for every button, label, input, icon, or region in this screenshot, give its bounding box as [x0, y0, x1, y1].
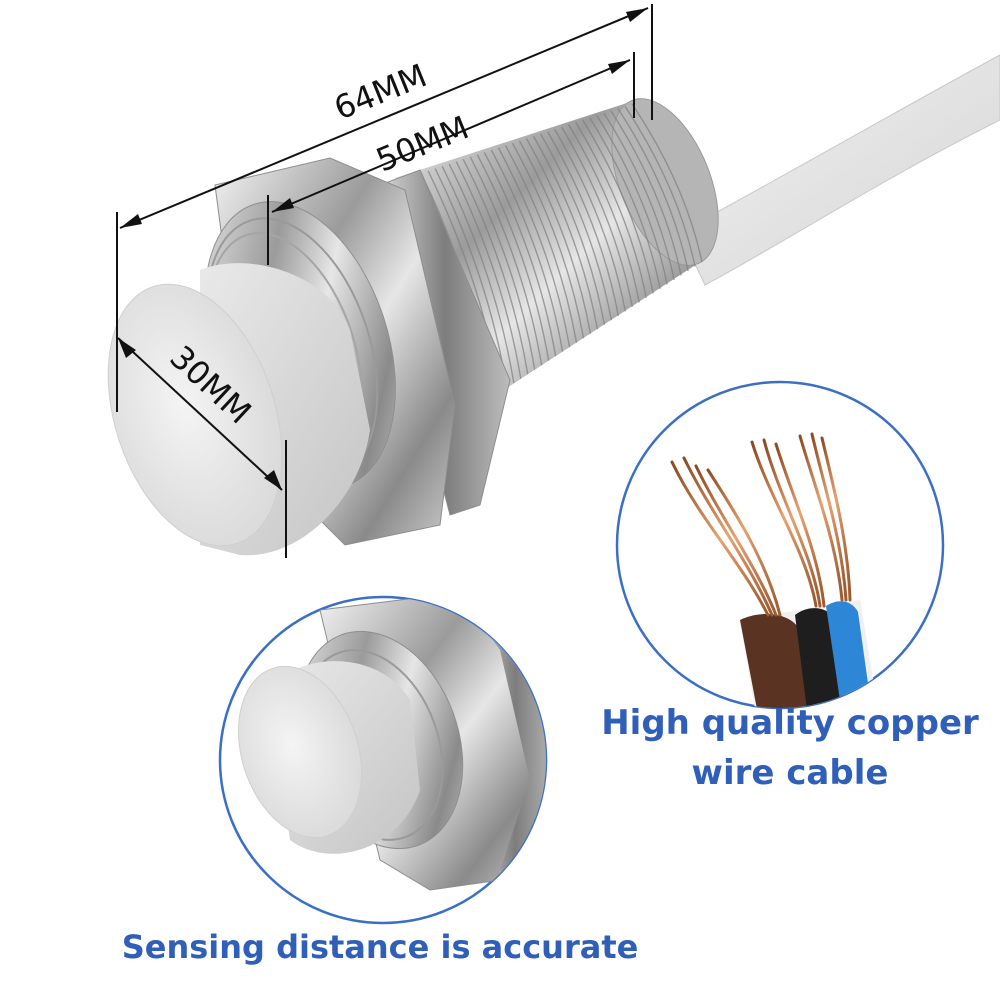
thread-line — [596, 115, 668, 285]
dimension-label-overall-length: 64MM — [329, 56, 432, 127]
copper-wire-inset — [615, 380, 945, 710]
thread-line — [610, 110, 682, 276]
thread-line — [525, 138, 599, 330]
dimension-lines — [116, 4, 653, 558]
sensor-cable — [679, 54, 1000, 286]
thread-line — [511, 142, 585, 339]
blue-wire — [826, 601, 872, 708]
thread-line — [518, 140, 592, 334]
sensing-face-inset — [218, 595, 548, 925]
thread-line — [490, 149, 564, 352]
thread-line — [504, 145, 578, 343]
caption-sensing-distance: Sensing distance is accurate — [121, 928, 639, 966]
thread-line — [554, 128, 627, 312]
thread-line — [476, 154, 550, 361]
thread-line — [575, 122, 647, 299]
thread-line — [631, 103, 703, 263]
thread-line — [624, 105, 696, 267]
sensing-cap — [107, 263, 370, 556]
thread-line — [568, 124, 640, 303]
thread-line — [462, 158, 536, 370]
thread-line — [448, 163, 522, 379]
thread-line — [532, 135, 606, 325]
thread-line — [497, 147, 571, 348]
thread-line — [603, 112, 675, 281]
thread-line — [539, 133, 613, 321]
thread-line — [469, 156, 543, 366]
thread-line — [441, 165, 515, 384]
thread-line — [617, 108, 689, 272]
brown-wire — [740, 614, 815, 708]
thread-line — [483, 152, 557, 357]
thread-line — [589, 117, 661, 290]
thread-line — [582, 119, 654, 294]
thread-line — [547, 131, 620, 316]
thread-line — [561, 126, 633, 307]
thread-line — [455, 161, 529, 375]
caption-copper-wire: High quality copper wire cable — [601, 703, 979, 793]
